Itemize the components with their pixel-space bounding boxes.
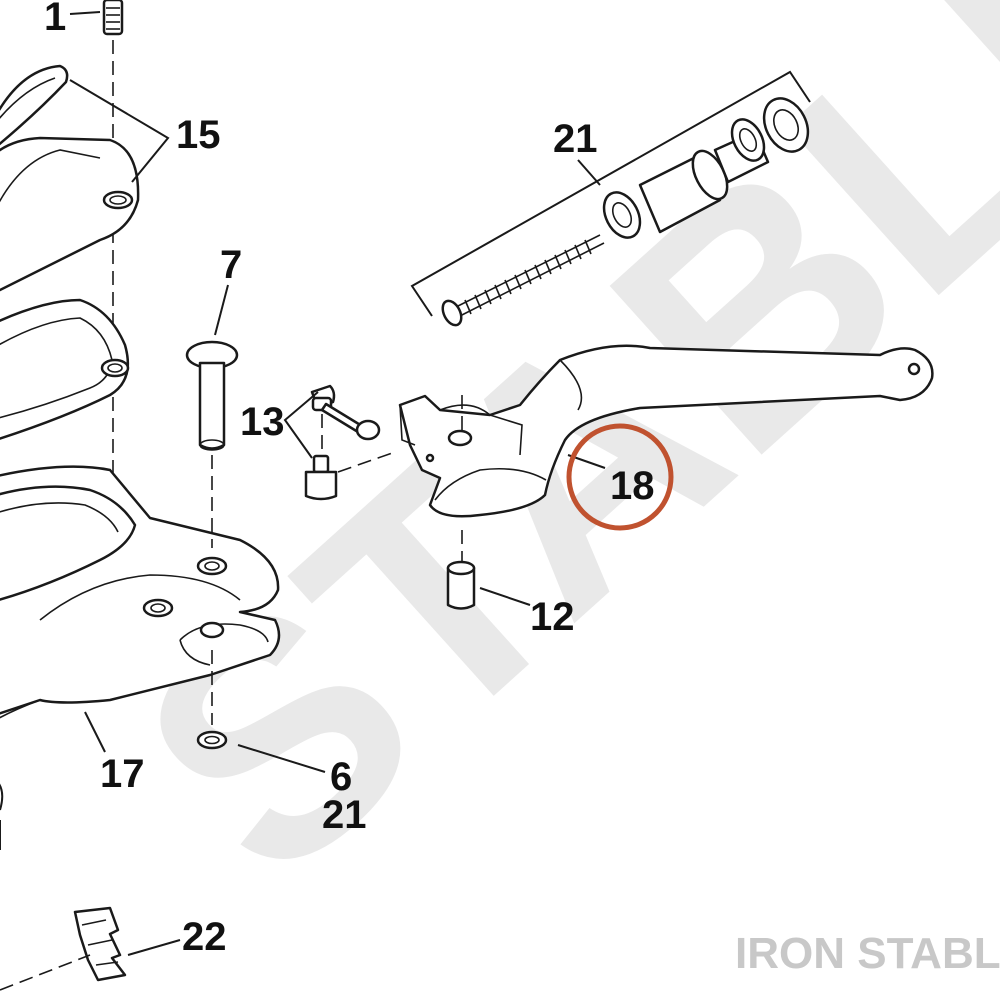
callout-15: 15 [176, 113, 221, 157]
brand-watermark: IRON STABLE [735, 929, 1000, 978]
leader-13 [283, 391, 319, 459]
callout-18: 18 [610, 464, 655, 508]
spring-coils [464, 239, 592, 315]
callout-17: 17 [100, 752, 145, 796]
callout-12: 12 [530, 595, 575, 639]
leader-21-kit [577, 159, 601, 186]
leader-22 [127, 939, 181, 956]
highlight-circle-18 [566, 423, 674, 531]
clamp-axis-line [0, 954, 91, 991]
clamp-bracket-part [73, 906, 127, 982]
master-cylinder-body-part [0, 465, 281, 719]
leader-6 [237, 744, 326, 773]
cropped-callout-fragment [0, 783, 4, 850]
reservoir-cover-part [0, 64, 140, 292]
screw-part [102, 0, 124, 36]
piston-kit-part [441, 97, 810, 327]
callout-21-kit: 21 [553, 117, 598, 161]
callout-21-bottom: 21 [322, 793, 367, 837]
leader-12 [479, 587, 531, 606]
callout-1: 1 [44, 0, 66, 39]
piston-kit-bracket [410, 70, 811, 317]
lever-pivot-pin-part [185, 340, 239, 451]
callout-22: 22 [182, 915, 227, 959]
leader-17 [84, 711, 106, 753]
callout-7: 7 [220, 243, 242, 287]
leader-7 [214, 284, 229, 336]
leader-15 [69, 79, 170, 183]
switch-axis-line [337, 451, 396, 473]
brake-lever-part [398, 344, 934, 518]
reservoir-gasket-part [0, 298, 130, 440]
retaining-ring-part [196, 730, 228, 750]
callout-6: 6 [330, 755, 352, 799]
leader-1 [69, 11, 101, 15]
callout-13: 13 [240, 400, 285, 444]
bushing-part [446, 560, 476, 610]
